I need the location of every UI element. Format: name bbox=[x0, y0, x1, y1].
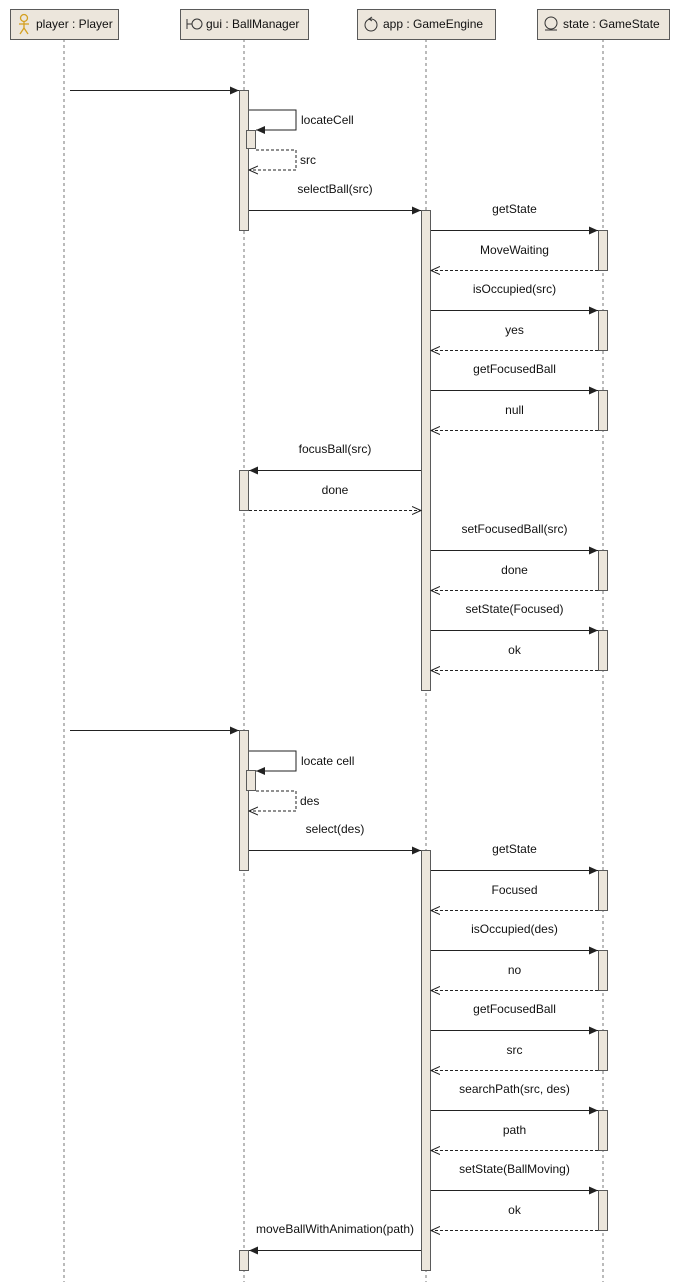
message-return[interactable]: MoveWaiting bbox=[431, 243, 598, 271]
activation-bar-state bbox=[598, 390, 608, 431]
control-icon bbox=[364, 16, 378, 32]
message-label: isOccupied(src) bbox=[473, 282, 556, 296]
message-self[interactable]: locate cell bbox=[249, 750, 354, 775]
boundary-icon bbox=[186, 18, 203, 30]
participant-label: player : Player bbox=[36, 17, 113, 31]
participant-label: app : GameEngine bbox=[383, 17, 483, 31]
message-self-return[interactable]: des bbox=[249, 790, 319, 811]
message-label: done bbox=[501, 563, 528, 577]
message-call[interactable]: getState bbox=[431, 842, 598, 875]
message-label: MoveWaiting bbox=[480, 243, 549, 257]
message-return[interactable]: path bbox=[431, 1123, 598, 1151]
message-label: getFocusedBall bbox=[473, 362, 556, 376]
message-call[interactable]: setState(BallMoving) bbox=[431, 1162, 598, 1195]
message-label: ok bbox=[508, 1203, 522, 1217]
activation-bar-gui bbox=[246, 130, 256, 149]
message-call[interactable]: getFocusedBall bbox=[431, 362, 598, 395]
participant-gui[interactable]: gui : BallManager bbox=[180, 9, 309, 40]
activation-bar-state bbox=[598, 1030, 608, 1071]
activation-bar-gui bbox=[239, 730, 249, 871]
message-self-return[interactable]: src bbox=[249, 149, 316, 170]
activation-bar-state bbox=[598, 310, 608, 351]
participant-box bbox=[537, 9, 670, 40]
message-return[interactable]: done bbox=[431, 563, 598, 591]
message-label: getState bbox=[492, 202, 537, 216]
message-label: locate cell bbox=[301, 754, 354, 768]
participant-state[interactable]: state : GameState bbox=[537, 9, 670, 40]
activation-bar-state bbox=[598, 870, 608, 911]
message-call[interactable]: getState bbox=[431, 202, 598, 235]
message-call[interactable]: isOccupied(des) bbox=[431, 922, 598, 955]
self-message-arrow bbox=[249, 109, 297, 134]
message-label: des bbox=[300, 794, 319, 808]
participant-label: state : GameState bbox=[563, 17, 660, 31]
participant-player[interactable]: player : Player bbox=[10, 9, 119, 40]
message-call[interactable]: setFocusedBall(src) bbox=[431, 522, 598, 555]
activation-bar-state bbox=[598, 630, 608, 671]
message-label: src bbox=[300, 153, 316, 167]
message-label: getState bbox=[492, 842, 537, 856]
message-label: setFocusedBall(src) bbox=[461, 522, 567, 536]
message-label: getFocusedBall bbox=[473, 1002, 556, 1016]
activation-bar-gui bbox=[239, 470, 249, 511]
message-call[interactable]: select(des) bbox=[249, 822, 421, 855]
message-call[interactable]: focusBall(src) bbox=[249, 442, 421, 475]
activation-bar-gui bbox=[246, 770, 256, 791]
actor-icon bbox=[19, 13, 29, 35]
message-label: Focused bbox=[491, 883, 537, 897]
message-return[interactable]: Focused bbox=[431, 883, 598, 911]
self-message-arrow bbox=[249, 750, 297, 775]
message-label: locateCell bbox=[301, 113, 354, 127]
message-label: yes bbox=[505, 323, 524, 337]
message-label: selectBall(src) bbox=[297, 182, 372, 196]
message-call[interactable]: setState(Focused) bbox=[431, 602, 598, 635]
entity-icon bbox=[544, 16, 558, 31]
message-call[interactable]: getFocusedBall bbox=[431, 1002, 598, 1035]
message-return[interactable]: ok bbox=[431, 1203, 598, 1231]
message-label: setState(BallMoving) bbox=[459, 1162, 570, 1176]
message-label: null bbox=[505, 403, 524, 417]
message-return[interactable]: done bbox=[249, 483, 421, 511]
activation-bar-state bbox=[598, 1110, 608, 1151]
message-label: setState(Focused) bbox=[465, 602, 563, 616]
activation-bar-state bbox=[598, 230, 608, 271]
message-label: isOccupied(des) bbox=[471, 922, 558, 936]
self-return-arrow bbox=[249, 149, 297, 170]
message-return[interactable]: null bbox=[431, 403, 598, 431]
message-label: path bbox=[503, 1123, 526, 1137]
message-label: focusBall(src) bbox=[299, 442, 372, 456]
message-label: no bbox=[508, 963, 522, 977]
message-call[interactable]: searchPath(src, des) bbox=[431, 1082, 598, 1115]
message-call[interactable]: isOccupied(src) bbox=[431, 282, 598, 315]
activation-bar-state bbox=[598, 550, 608, 591]
activation-bar-gui bbox=[239, 90, 249, 231]
participant-label: gui : BallManager bbox=[206, 17, 299, 31]
message-label: done bbox=[322, 483, 349, 497]
message-return[interactable]: yes bbox=[431, 323, 598, 351]
activation-bar-app bbox=[421, 210, 431, 691]
activation-bar-app bbox=[421, 850, 431, 1271]
message-return[interactable]: no bbox=[431, 963, 598, 991]
self-return-arrow bbox=[249, 790, 297, 811]
participant-box bbox=[357, 9, 496, 40]
message-call[interactable]: selectBall(src) bbox=[249, 182, 421, 215]
message-label: select(des) bbox=[306, 822, 365, 836]
message-call[interactable]: moveBallWithAnimation(path) bbox=[249, 1222, 421, 1255]
message-label: ok bbox=[508, 643, 522, 657]
message-return[interactable]: ok bbox=[431, 643, 598, 671]
activation-bar-state bbox=[598, 950, 608, 991]
message-return[interactable]: src bbox=[431, 1043, 598, 1071]
message-label: src bbox=[507, 1043, 523, 1057]
activation-bar-state bbox=[598, 1190, 608, 1231]
message-label: moveBallWithAnimation(path) bbox=[256, 1222, 414, 1236]
participant-app[interactable]: app : GameEngine bbox=[357, 9, 496, 40]
activation-bar-gui bbox=[239, 1250, 249, 1271]
message-label: searchPath(src, des) bbox=[459, 1082, 570, 1096]
message-self[interactable]: locateCell bbox=[249, 109, 354, 134]
